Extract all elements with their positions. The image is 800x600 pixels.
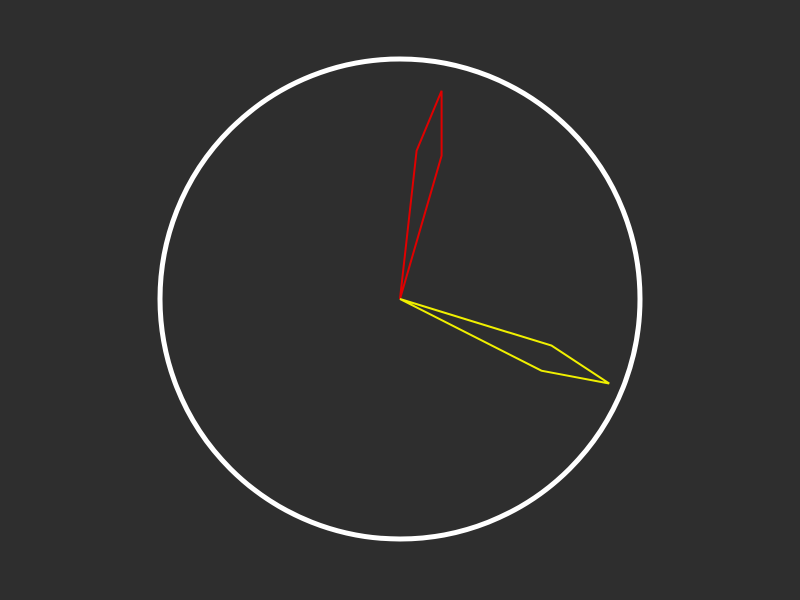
red-hand (399, 90, 443, 300)
yellow-hand (399, 298, 610, 385)
clock-dial (157, 56, 643, 542)
clock-hands (399, 90, 610, 385)
